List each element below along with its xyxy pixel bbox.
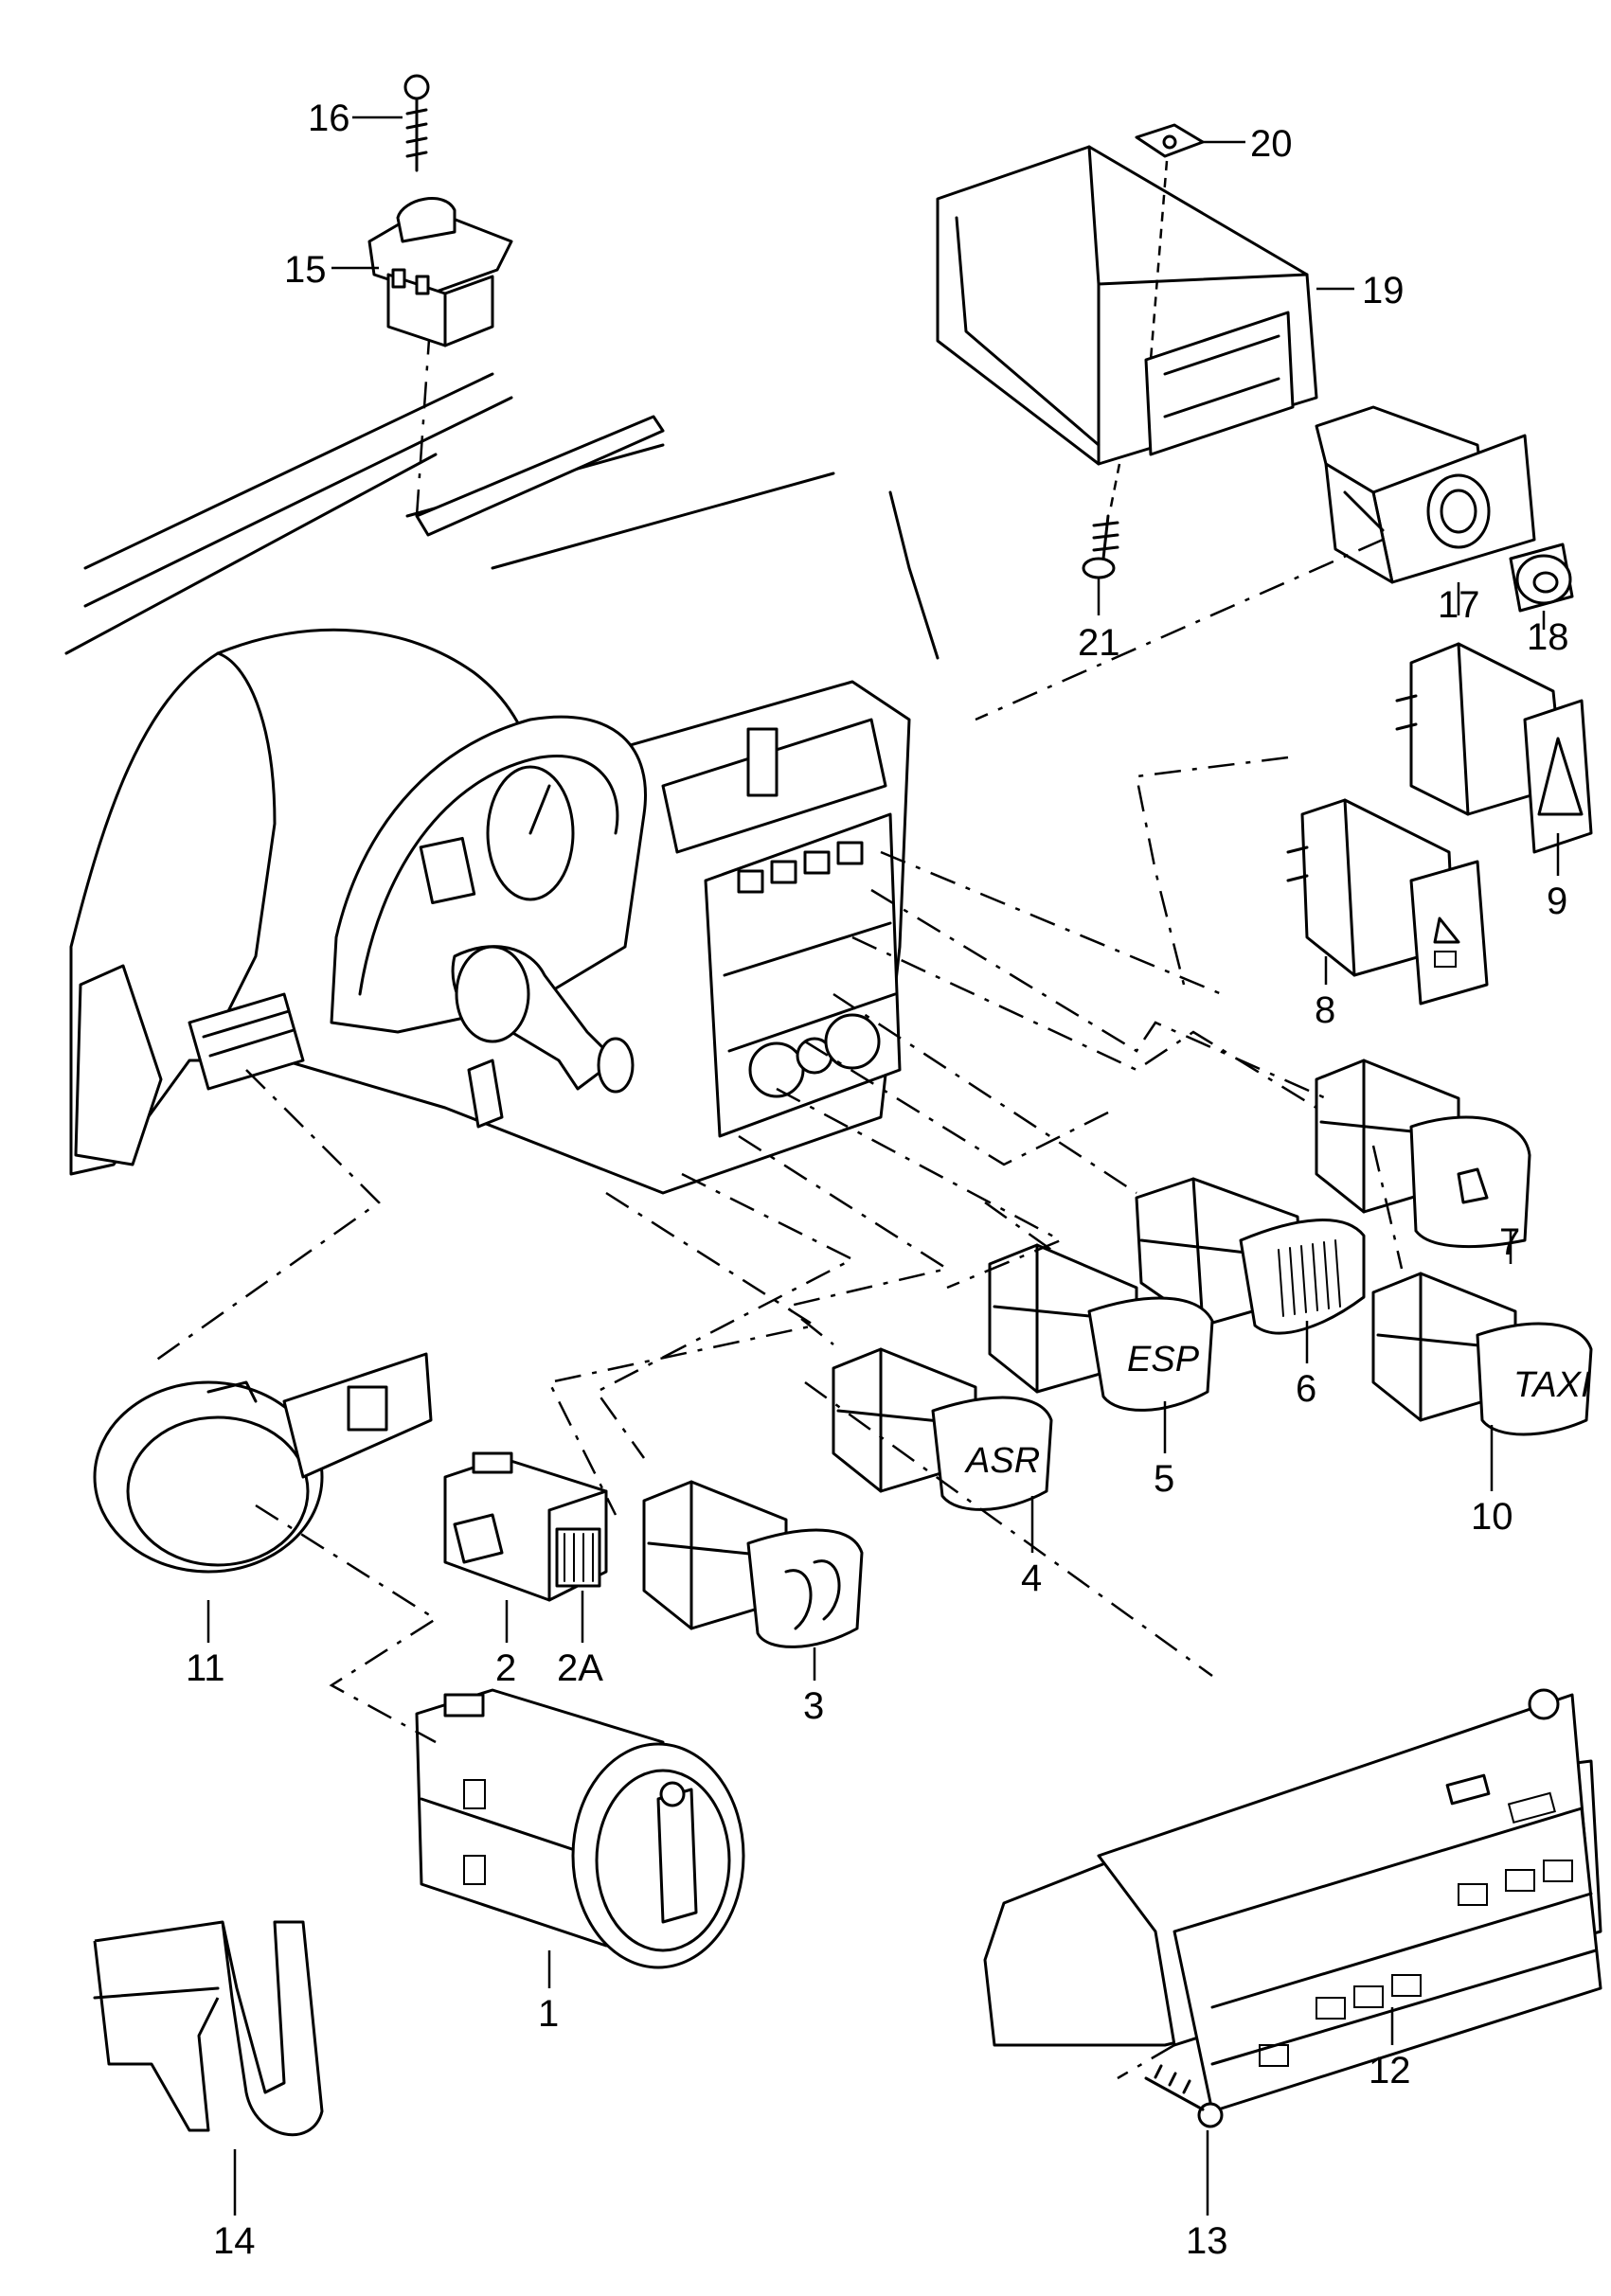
part-5-esp-switch: ESP <box>988 1243 1214 1412</box>
callout-5: 5 <box>1154 1458 1174 1500</box>
asr-label: ASR <box>964 1441 1040 1481</box>
part-4-asr-switch: ASR <box>832 1347 1053 1511</box>
dashboard-assembly <box>64 311 940 1195</box>
callout-2: 2 <box>495 1647 516 1689</box>
callout-17: 17 <box>1438 584 1480 626</box>
callout-13: 13 <box>1186 2220 1228 2262</box>
part-6-thumbwheel-switch <box>1135 1177 1366 1335</box>
callout-21: 21 <box>1078 622 1120 664</box>
part-19-bracket <box>936 145 1318 466</box>
part-2A-dimmer-wheel <box>555 1527 601 1588</box>
part-15-switch <box>367 197 513 347</box>
part-8-switch <box>1286 798 1489 1006</box>
callout-11: 11 <box>186 1647 225 1689</box>
callout-1: 1 <box>538 1993 559 2035</box>
part-3-switch <box>642 1480 864 1648</box>
part-7-switch <box>1315 1059 1531 1249</box>
callout-18: 18 <box>1527 616 1569 658</box>
callout-2A: 2A <box>557 1647 603 1689</box>
taxi-label: TAXI <box>1513 1365 1591 1405</box>
callout-3: 3 <box>803 1685 824 1727</box>
part-20-clip <box>1135 123 1205 361</box>
callout-6: 6 <box>1296 1368 1316 1410</box>
callout-14: 14 <box>213 2220 256 2262</box>
part-13-screw <box>1117 2043 1224 2128</box>
callout-16: 16 <box>308 98 350 139</box>
part-17-switch-housing <box>1315 405 1536 584</box>
callout-4: 4 <box>1021 1557 1042 1599</box>
part-11-bezel <box>93 1352 433 1574</box>
part-14-bracket <box>93 1920 324 2137</box>
esp-label: ESP <box>1127 1340 1200 1379</box>
callout-12: 12 <box>1369 2050 1411 2091</box>
callout-15: 15 <box>284 249 327 291</box>
part-18-lamp-cap <box>1509 543 1574 613</box>
part-16-screw <box>403 74 430 172</box>
callout-19: 19 <box>1362 270 1405 311</box>
part-21-screw <box>1082 463 1121 579</box>
callout-9: 9 <box>1547 881 1567 922</box>
callout-20: 20 <box>1250 123 1293 165</box>
callout-numbers: 16 15 20 19 21 17 18 9 8 7 6 10 5 4 3 2 … <box>186 98 1569 2262</box>
part-10-taxi-switch: TAXI <box>1371 1272 1593 1436</box>
callout-8: 8 <box>1315 989 1335 1031</box>
callout-leaders <box>206 116 1560 2216</box>
part-12-climatronic-unit <box>983 1688 1602 2113</box>
part-9-hazard-switch <box>1395 642 1593 854</box>
callout-10: 10 <box>1471 1496 1513 1538</box>
connection-lines <box>151 538 1404 1744</box>
callout-7: 7 <box>1499 1221 1520 1263</box>
part-1-light-switch <box>415 1688 745 1969</box>
